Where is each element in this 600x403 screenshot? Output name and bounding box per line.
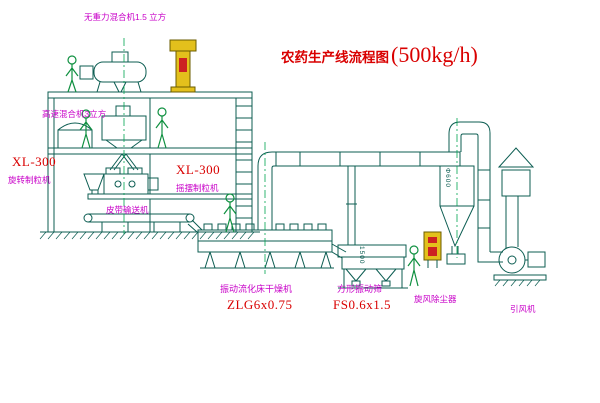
person-icon (65, 55, 79, 93)
auxiliary-mixer (57, 122, 93, 149)
fluid-bed-dryer (197, 223, 347, 269)
title-capacity: (500kg/h) (391, 42, 478, 67)
label-granulator-mid-model: XL-300 (176, 162, 221, 177)
exhaust-duct (257, 151, 461, 245)
centerlines (123, 38, 458, 274)
sieve-dust-pipe (346, 166, 357, 245)
label-sieve-model: FS0.6x1.5 (333, 297, 391, 312)
label-granulator-mid-name: 摇摆制粒机 (176, 183, 219, 193)
red-text-block (428, 247, 437, 256)
red-text-block (179, 58, 187, 72)
rain-cap (497, 147, 535, 168)
bucket-elevator (169, 39, 197, 93)
label-zero-gravity-mixer: 无重力混合机1.5 立方 (84, 12, 167, 22)
person-icon (79, 109, 93, 149)
label-sieve-name: 方形振动筛 (337, 284, 383, 294)
label-high-speed-mixer: 高速混合机3立方 (42, 109, 107, 119)
fan-motor (527, 251, 546, 268)
fan-base (493, 274, 547, 281)
induced-draft-fan (477, 147, 547, 287)
swing-granulator (103, 153, 159, 195)
label-granulator-left-model: XL-300 (12, 154, 57, 169)
person-icon (155, 107, 169, 149)
label-belt-conveyor: 皮带输送机 (106, 205, 149, 215)
label-dryer-name: 振动流化床干燥机 (220, 284, 293, 294)
vibrating-sieve (337, 244, 408, 289)
person-icon (223, 193, 237, 233)
drawing-title: 农药生产线流程图 (500kg/h) (281, 42, 478, 68)
zero-gravity-mixer (79, 51, 147, 93)
label-fan: 引风机 (510, 304, 536, 314)
control-cabinet (423, 231, 442, 268)
feed-hopper (83, 173, 105, 195)
title-text: 农药生产线流程图 (281, 50, 389, 65)
red-text-block (428, 237, 437, 243)
dim-pipe-diameter: Φ600 (444, 168, 451, 189)
ground-hatch (39, 231, 255, 240)
label-cyclone: 旋风除尘器 (414, 294, 457, 304)
label-granulator-left-name: 旋转制粒机 (8, 175, 51, 185)
label-dryer-model: ZLG6x0.75 (227, 297, 293, 312)
dim-sieve-height: 1500 (358, 246, 365, 265)
building-structure (39, 91, 260, 240)
person-icon (407, 245, 421, 287)
column-rungs (236, 105, 252, 219)
cyclone-separator (439, 121, 491, 265)
exhaust-stack (501, 169, 531, 197)
belt-conveyor (83, 213, 203, 233)
